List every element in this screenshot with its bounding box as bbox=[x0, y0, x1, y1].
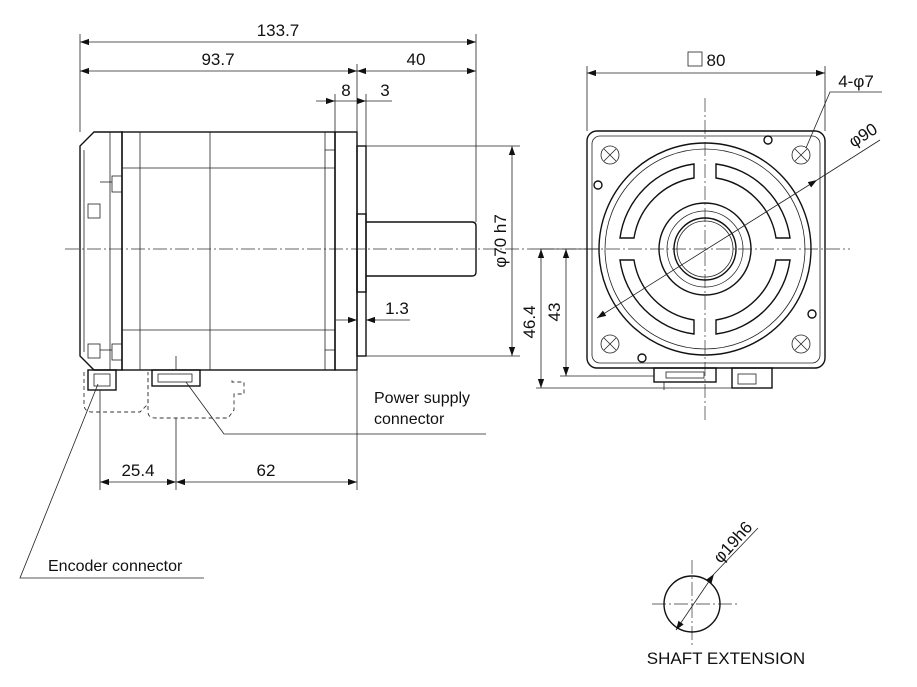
side-view-dimensions bbox=[79, 34, 520, 490]
pilot-step bbox=[356, 145, 367, 357]
label-encoder-position: 25.4 bbox=[121, 461, 154, 480]
label-shaft-diameter: φ19h6 bbox=[710, 518, 757, 567]
power-connector-leader bbox=[185, 381, 486, 435]
label-height-center: 43 bbox=[545, 303, 564, 322]
label-flange-square: 80 bbox=[707, 51, 726, 70]
label-flange-step: 3 bbox=[380, 81, 389, 100]
label-pilot-diameter: φ70 h7 bbox=[491, 214, 510, 268]
label-power-position: 62 bbox=[257, 461, 276, 480]
label-body-length: 93.7 bbox=[201, 50, 234, 69]
shaft-extension-view bbox=[652, 527, 759, 648]
front-view-dimensions bbox=[530, 51, 826, 389]
dim-line-shaft-diameter bbox=[675, 573, 715, 631]
output-shaft bbox=[366, 221, 477, 277]
encoder-connector-leader bbox=[19, 383, 204, 579]
rear-screws bbox=[87, 175, 123, 361]
label-overall-length: 133.7 bbox=[257, 21, 300, 40]
mounting-holes-leader bbox=[805, 91, 882, 149]
mounting-flange bbox=[334, 131, 358, 371]
front-connectors bbox=[653, 367, 773, 390]
label-power-supply-connector-1: Power supply bbox=[374, 390, 470, 407]
shaft-spigot bbox=[356, 213, 367, 293]
label-shaft-extension: SHAFT EXTENSION bbox=[647, 649, 805, 668]
power-supply-connector bbox=[147, 356, 245, 419]
encoder-connector bbox=[83, 369, 149, 413]
square-symbol bbox=[687, 51, 703, 67]
rear-cover bbox=[79, 131, 123, 371]
callout-labels: Power supply connector Encoder connector… bbox=[48, 390, 805, 668]
label-flange-thickness: 8 bbox=[341, 81, 350, 100]
label-pilot-offset: 1.3 bbox=[385, 299, 409, 318]
label-mounting-holes: 4-φ7 bbox=[838, 72, 874, 91]
dimension-labels: 133.7 93.7 40 8 3 φ70 h7 1.3 25.4 62 80 … bbox=[121, 21, 880, 567]
side-view bbox=[19, 131, 530, 579]
label-power-supply-connector-2: connector bbox=[374, 411, 445, 428]
label-encoder-connector: Encoder connector bbox=[48, 558, 183, 575]
label-height-connector: 46.4 bbox=[520, 305, 539, 338]
label-bolt-circle: φ90 bbox=[845, 119, 880, 151]
front-view bbox=[540, 91, 882, 420]
label-shaft-length: 40 bbox=[407, 50, 426, 69]
dim-line-bolt-circle bbox=[596, 179, 818, 319]
